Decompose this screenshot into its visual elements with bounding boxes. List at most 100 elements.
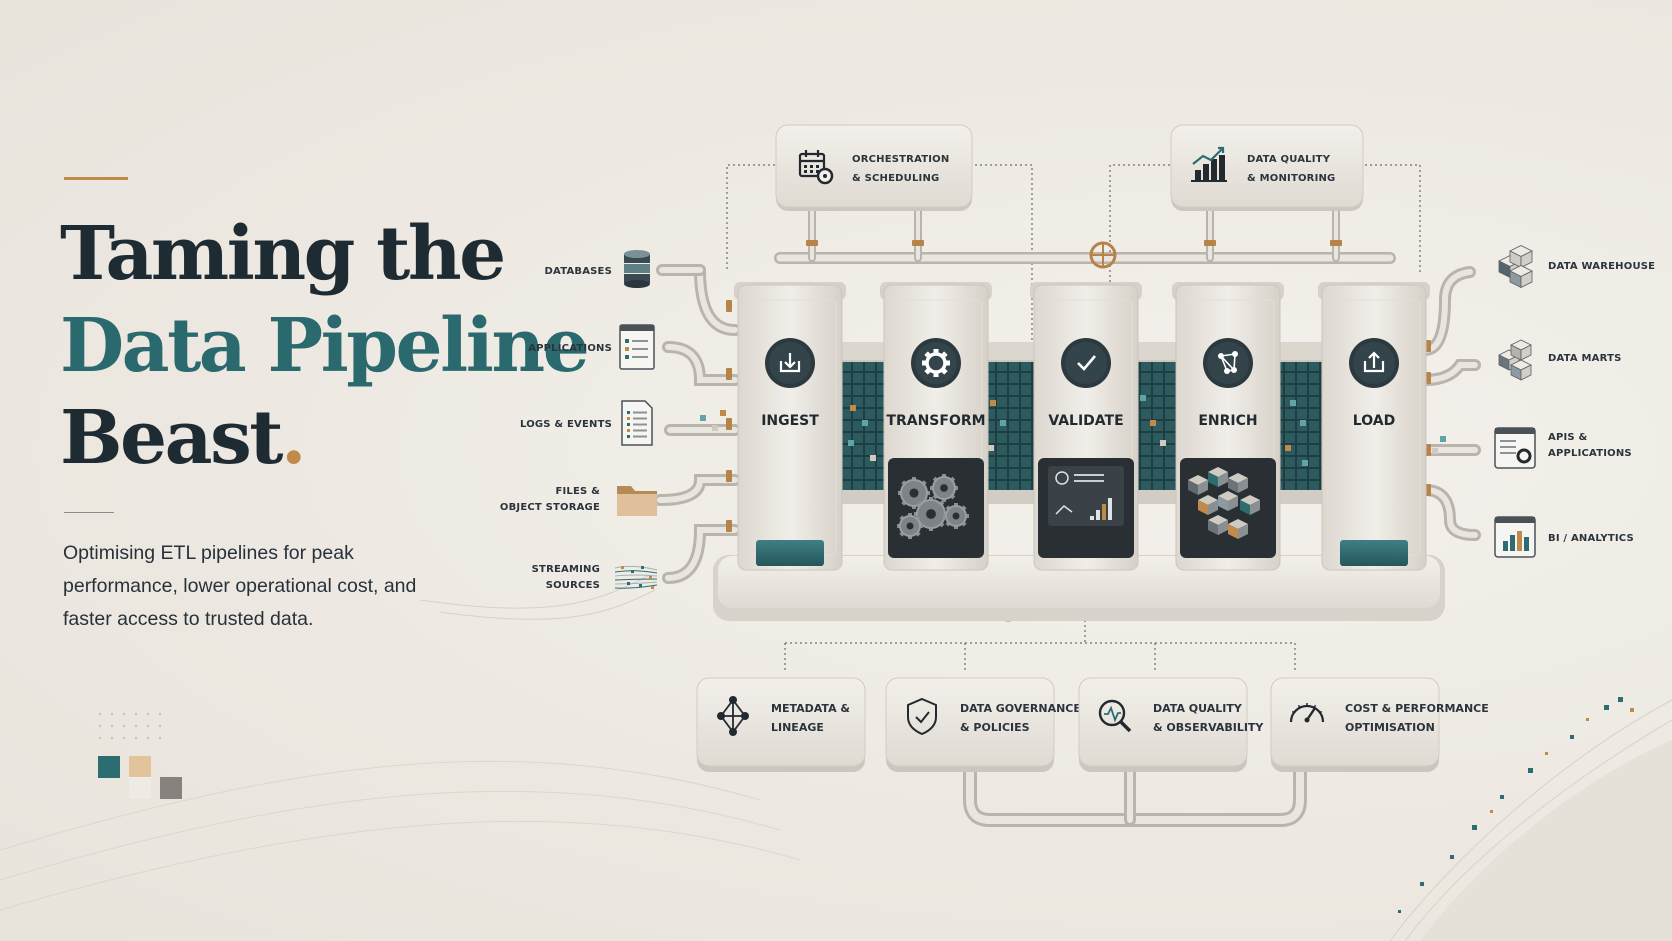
top-box-data-quality: DATA QUALITY & MONITORING bbox=[1170, 124, 1364, 211]
bottom-box-label-line2: & OBSERVABILITY bbox=[1153, 721, 1264, 734]
bottom-box-label-line2: LINEAGE bbox=[771, 721, 824, 734]
data-cube bbox=[1300, 420, 1306, 426]
source-streaming: STREAMING SOURCES bbox=[532, 564, 658, 591]
stage-enrich: ENRICH bbox=[1172, 282, 1284, 571]
destination-list: DATA WAREHOUSE DATA MARTS APIS & APPLICATIO… bbox=[1494, 245, 1655, 558]
checkmark-icon bbox=[1077, 355, 1096, 371]
destination-data-warehouse: DATA WAREHOUSE bbox=[1498, 245, 1655, 289]
data-cube bbox=[1160, 440, 1166, 446]
title-accent-rule bbox=[64, 177, 128, 180]
speedometer-icon bbox=[1289, 703, 1325, 723]
data-cube bbox=[848, 440, 854, 446]
bottom-box-cost-performance: COST & PERFORMANCE OPTIMISATION bbox=[1270, 677, 1489, 772]
subtitle: Optimising ETL pipelines for peak perfor… bbox=[63, 542, 417, 630]
pipeline-stages: INGEST TRANSFORM VALIDATE ENRICH LOAD bbox=[734, 282, 1430, 571]
top-box-label-line1: DATA QUALITY bbox=[1247, 154, 1331, 165]
data-cube bbox=[988, 445, 994, 451]
color-swatch-teal bbox=[98, 756, 120, 778]
application-window-icon bbox=[619, 324, 655, 370]
title-line-3-text: Beast bbox=[60, 395, 283, 481]
destination-label: DATA WAREHOUSE bbox=[1548, 261, 1655, 272]
data-cube bbox=[870, 455, 876, 461]
source-logs-events: LOGS & EVENTS bbox=[520, 400, 653, 446]
destination-apis: APIS & APPLICATIONS bbox=[1494, 427, 1632, 469]
top-box-label-line2: & SCHEDULING bbox=[852, 173, 939, 184]
stage-label: TRANSFORM bbox=[886, 413, 985, 429]
data-cube bbox=[700, 415, 706, 421]
source-list: DATABASES APPLICATIONS LOGS & EVENTS FILES … bbox=[500, 250, 658, 591]
shield-check-icon bbox=[907, 697, 937, 736]
source-label: LOGS & EVENTS bbox=[520, 419, 612, 430]
source-label: DATABASES bbox=[545, 266, 612, 277]
stage-ingest: INGEST bbox=[734, 282, 846, 571]
network-nodes-icon bbox=[1218, 351, 1238, 374]
top-boxes: ORCHESTRATION & SCHEDULING DATA QUALITY & M… bbox=[775, 124, 1364, 211]
stage-transform: TRANSFORM bbox=[880, 282, 992, 571]
destination-label: BI / ANALYTICS bbox=[1548, 533, 1634, 544]
destination-data-marts: DATA MARTS bbox=[1498, 339, 1622, 381]
data-cube bbox=[1290, 400, 1296, 406]
data-cube bbox=[850, 405, 856, 411]
download-tray-icon bbox=[779, 353, 801, 373]
destination-label-line2: APPLICATIONS bbox=[1548, 448, 1632, 459]
bottom-box-label-line1: DATA GOVERNANCE bbox=[960, 702, 1081, 715]
source-label-line1: STREAMING bbox=[532, 564, 600, 575]
data-cube bbox=[712, 425, 718, 431]
title-line-1: Taming the bbox=[60, 211, 506, 297]
title-dot: . bbox=[280, 395, 307, 481]
data-cube bbox=[1285, 445, 1291, 451]
folder-icon bbox=[617, 486, 657, 516]
stage-label: VALIDATE bbox=[1048, 413, 1123, 429]
stage-label: ENRICH bbox=[1198, 413, 1257, 429]
bottom-box-metadata: METADATA & LINEAGE bbox=[696, 677, 866, 772]
bar-chart-trend-icon bbox=[1191, 146, 1227, 182]
data-cube bbox=[1140, 395, 1146, 401]
source-databases: DATABASES bbox=[545, 250, 650, 288]
destination-label: DATA MARTS bbox=[1548, 353, 1622, 364]
source-label-line2: OBJECT STORAGE bbox=[500, 502, 600, 513]
bottom-box-label-line1: COST & PERFORMANCE bbox=[1345, 702, 1489, 715]
bottom-boxes: METADATA & LINEAGE DATA GOVERNANCE & POLICI… bbox=[696, 677, 1489, 772]
log-document-icon bbox=[621, 400, 653, 446]
top-box-label-line2: & MONITORING bbox=[1247, 173, 1335, 184]
bottom-box-label-line2: OPTIMISATION bbox=[1345, 721, 1435, 734]
source-files: FILES & OBJECT STORAGE bbox=[500, 486, 657, 516]
color-swatch-sand bbox=[129, 756, 151, 778]
gear-icon bbox=[922, 349, 950, 377]
data-cube bbox=[1440, 436, 1446, 442]
data-mart-cubes-icon bbox=[1498, 339, 1532, 381]
stream-icon bbox=[614, 565, 658, 589]
source-label-line2: SOURCES bbox=[546, 580, 600, 591]
data-cube bbox=[1000, 420, 1006, 426]
upload-tray-icon bbox=[1363, 351, 1385, 373]
destination-bi-analytics: BI / ANALYTICS bbox=[1494, 516, 1634, 558]
data-cube bbox=[990, 400, 996, 406]
color-swatch-grey bbox=[160, 777, 182, 799]
flow-connectors bbox=[726, 164, 1421, 672]
stage-label: INGEST bbox=[761, 413, 819, 429]
source-applications: APPLICATIONS bbox=[528, 324, 655, 370]
data-cube bbox=[862, 420, 868, 426]
title-divider bbox=[64, 512, 114, 513]
bottom-box-label-line1: METADATA & bbox=[771, 702, 850, 715]
data-cube bbox=[1432, 448, 1438, 454]
magnifier-pulse-icon bbox=[1098, 699, 1132, 733]
top-box-label-line1: ORCHESTRATION bbox=[852, 154, 949, 165]
destination-label-line1: APIS & bbox=[1548, 432, 1587, 443]
database-icon bbox=[624, 250, 650, 288]
data-cube bbox=[720, 410, 726, 416]
calendar-gear-icon bbox=[798, 150, 834, 185]
stage-label: LOAD bbox=[1353, 413, 1395, 429]
source-label: APPLICATIONS bbox=[528, 343, 612, 354]
top-box-orchestration: ORCHESTRATION & SCHEDULING bbox=[775, 124, 973, 211]
data-cube bbox=[1150, 420, 1156, 426]
source-label-line1: FILES & bbox=[555, 486, 600, 497]
title-line-3: Beast. bbox=[60, 392, 587, 484]
color-swatch-stone bbox=[129, 777, 151, 799]
decorative-particles bbox=[1398, 697, 1634, 913]
title-line-2: Data Pipeline bbox=[60, 303, 590, 389]
bottom-box-label-line2: & POLICIES bbox=[960, 721, 1030, 734]
bi-chart-icon bbox=[1494, 516, 1536, 558]
